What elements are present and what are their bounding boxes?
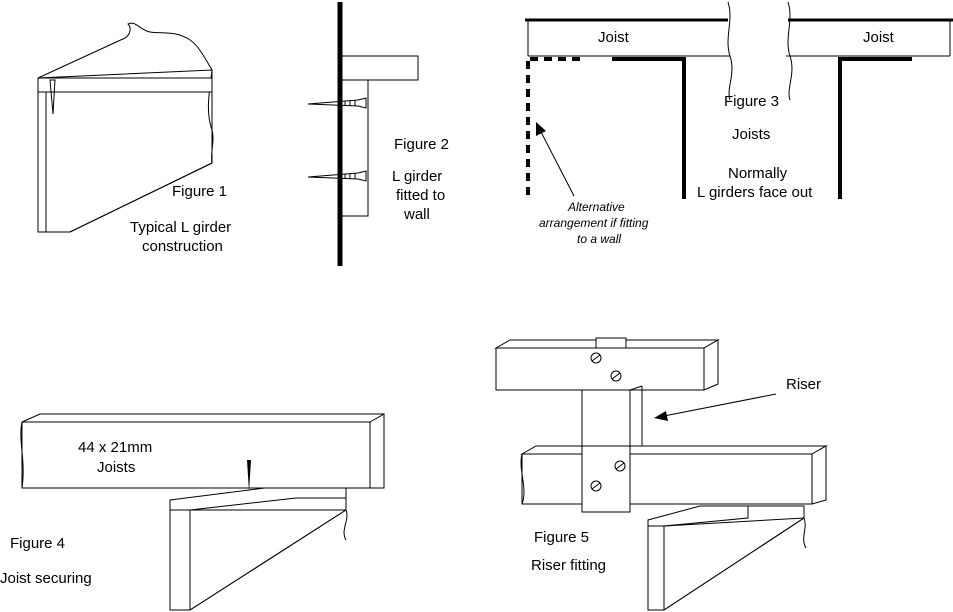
figure-3-note1: Normally (728, 165, 788, 182)
figure-3: Joist Joist Figure 3 Joists Normally L g… (525, 1, 953, 246)
riser-fitting-drawing (494, 337, 828, 611)
figure-2-line1: L girder (392, 168, 442, 185)
figure-3-alt2: arrangement if fitting (539, 216, 649, 230)
figure-5-label: Riser fitting (531, 557, 606, 574)
l-girder-drawing (37, 22, 214, 233)
figure-3-caption: Figure 3 (724, 93, 779, 110)
joist-securing-drawing (20, 413, 385, 611)
riser-label: Riser (786, 376, 821, 393)
figure-3-alt1: Alternative (567, 200, 625, 214)
figure-3-alt3: to a wall (577, 232, 621, 246)
joist-dim-line2: Joists (97, 459, 135, 476)
figure-2: Figure 2 L girder fitted to wall (307, 2, 449, 266)
joist-left-label: Joist (598, 29, 630, 46)
figure-1-line1: Typical L girder (130, 219, 231, 236)
figure-1-line2: construction (142, 238, 223, 255)
joist-dim-line1: 44 x 21mm (78, 439, 152, 456)
joist-right-label: Joist (863, 29, 895, 46)
figure-2-caption: Figure 2 (394, 136, 449, 153)
figure-4-label: Joist securing (0, 570, 92, 587)
figure-2-line2: fitted to (396, 187, 445, 204)
figure-3-note2: L girders face out (697, 184, 813, 201)
wall-mounted-girder-drawing (307, 2, 419, 266)
figure-5: Riser Figure 5 Riser fitting (494, 337, 828, 611)
figure-4: 44 x 21mm Joists Figure 4 Joist securing (0, 413, 385, 611)
figure-1-caption: Figure 1 (172, 183, 227, 200)
joists-drawing (525, 1, 953, 199)
figure-4-caption: Figure 4 (10, 535, 65, 552)
figure-3-subtitle: Joists (732, 126, 770, 143)
figure-2-line3: wall (403, 206, 430, 223)
figure-1: Figure 1 Typical L girder construction (37, 22, 231, 255)
figure-5-caption: Figure 5 (534, 529, 589, 546)
